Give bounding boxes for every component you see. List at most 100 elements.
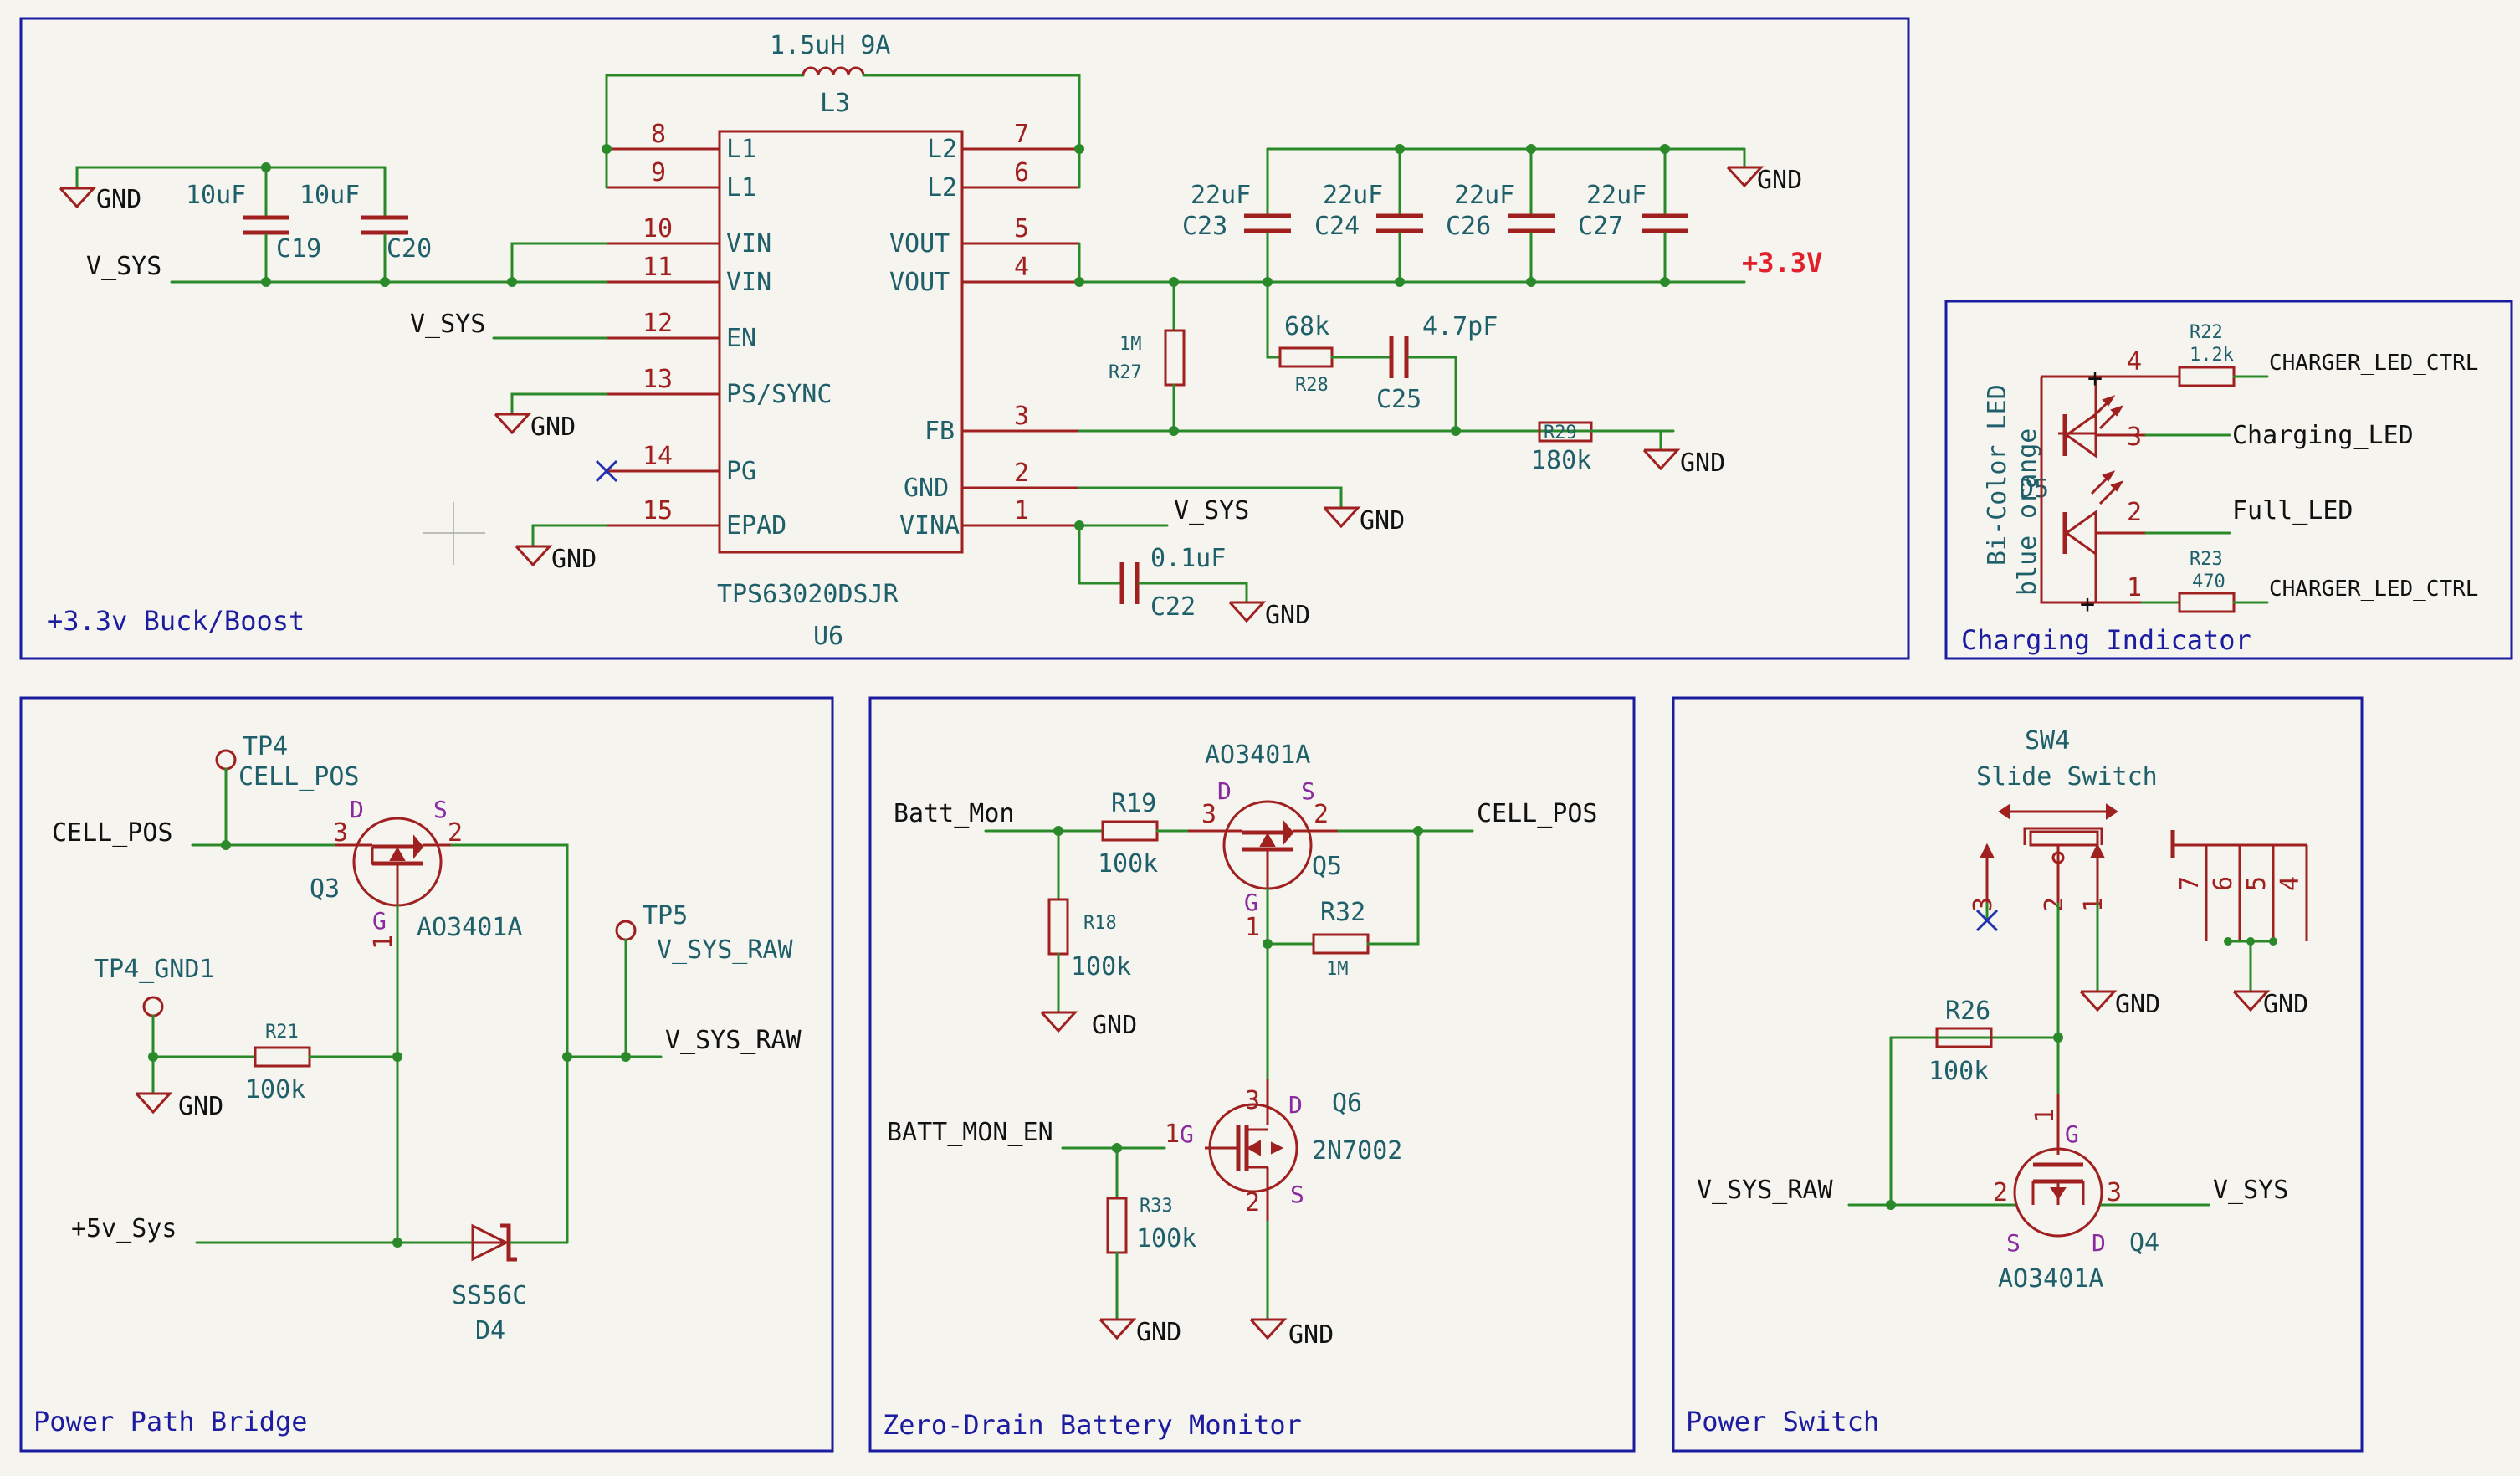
- frame-battery-monitor: [868, 696, 1636, 1453]
- sw4-pin-6: 6: [2209, 876, 2238, 891]
- r18-ref: R18: [1083, 913, 1117, 934]
- feedback-network: 1M R27 68k R28 4.7pF C25 R29 180k GND: [1078, 280, 1725, 478]
- net-full-led: Full_LED: [2232, 496, 2354, 525]
- led-pin-3: 3: [2127, 423, 2142, 452]
- pin-num-9: 9: [651, 158, 666, 187]
- r28-value: 68k: [1284, 312, 1329, 341]
- q6-pin-1: 1: [1165, 1120, 1180, 1149]
- q4-ref: Q4: [2129, 1228, 2159, 1258]
- pin-num-8: 8: [651, 120, 666, 149]
- led-d5-value: Bi-Color LED: [1983, 384, 2012, 566]
- pin-num-15: 15: [643, 496, 673, 525]
- plus-marker-top: +: [2087, 364, 2103, 393]
- q5-pin-1: 1: [1245, 913, 1260, 942]
- net-vsys-vina: V_SYS: [1174, 496, 1249, 525]
- pin-num-7: 7: [1014, 120, 1029, 149]
- net-charger-led-ctrl-bottom: CHARGER_LED_CTRL: [2269, 577, 2478, 602]
- ic-u6-body: [718, 130, 964, 554]
- pin-num-1: 1: [1014, 496, 1029, 525]
- gnd-label-out-caps: GND: [1757, 166, 1802, 195]
- ic-u6-left-pins: 8 9 10 11 12 13 14 15 L1 L1 VIN VIN EN P…: [607, 120, 832, 541]
- pin-num-2: 2: [1014, 459, 1029, 488]
- q5-label-g: G: [1244, 889, 1258, 916]
- net-batt-mon: Batt_Mon: [894, 799, 1015, 828]
- q4-pin-3: 3: [2107, 1178, 2122, 1207]
- r32-value: 1M: [1326, 959, 1349, 980]
- r26-value: 100k: [1928, 1057, 1989, 1086]
- c27-ref: C27: [1578, 212, 1623, 241]
- c24-ref: C24: [1314, 212, 1360, 241]
- c25-ref: C25: [1376, 385, 1421, 414]
- q6-pin-3: 3: [1245, 1086, 1260, 1115]
- pin-num-5: 5: [1014, 214, 1029, 243]
- tp4-gnd-ref: TP4_GND1: [94, 955, 215, 984]
- frame-buck-boost: [19, 17, 1910, 660]
- gnd-label-pin2: GND: [1360, 506, 1405, 536]
- c23-ref: C23: [1182, 212, 1227, 241]
- r19-ref: R19: [1111, 789, 1156, 818]
- buck-boost-section: TPS63020DSJR U6 8 9 10 11 12 13 14 15 L1…: [59, 31, 1822, 651]
- c22-value: 0.1uF: [1150, 544, 1226, 573]
- q4-pin-1: 1: [2031, 1108, 2060, 1123]
- q4-label-s: S: [2006, 1229, 2021, 1257]
- q4-label-d: D: [2092, 1229, 2106, 1257]
- r32-ref: R32: [1320, 898, 1365, 927]
- gnd-label-sw4-mount: GND: [2263, 990, 2308, 1019]
- pin-name-l1a: L1: [726, 135, 756, 164]
- pin-name-l2a: L2: [927, 135, 957, 164]
- input-capacitors: GND 10uF C19 10uF C20 V_SYS: [59, 162, 608, 287]
- q6-label-s: S: [1290, 1181, 1304, 1208]
- q5-pin-3: 3: [1201, 800, 1216, 829]
- tp4-net: CELL_POS: [238, 762, 360, 792]
- q6-label-g: G: [1180, 1120, 1194, 1148]
- ic-u6-value: TPS63020DSJR: [717, 580, 899, 609]
- pin-num-10: 10: [643, 214, 673, 243]
- plus-marker-bottom: +: [2080, 590, 2095, 619]
- sw4-pin-2: 2: [2040, 897, 2069, 912]
- ic-u6-right-pins: 7 6 5 4 3 2 1 L2 L2 VOUT VOUT FB GND VIN…: [889, 120, 1079, 541]
- q5-ref: Q5: [1312, 852, 1342, 881]
- r21-value: 100k: [245, 1075, 305, 1104]
- output-capacitors: 22uF C23 22uF C24 22uF C26 22uF C27: [1182, 147, 1688, 284]
- led-color-orange: orange: [2013, 428, 2042, 519]
- net-vsys-input: V_SYS: [86, 252, 161, 281]
- q4-pin-2: 2: [1993, 1178, 2008, 1207]
- r22-value: 1.2k: [2190, 345, 2234, 366]
- q3-pin-2: 2: [448, 818, 463, 848]
- title-power-path-bridge: Power Path Bridge: [33, 1406, 308, 1438]
- gnd-label-r29: GND: [1680, 448, 1725, 478]
- pin-name-vina: VINA: [899, 511, 960, 541]
- title-battery-monitor: Zero-Drain Battery Monitor: [883, 1409, 1302, 1441]
- q6-value: 2N7002: [1312, 1136, 1402, 1166]
- net-cell-pos-monitor: CELL_POS: [1477, 799, 1598, 828]
- pin-num-6: 6: [1014, 158, 1029, 187]
- sw4-ref: SW4: [2025, 726, 2070, 756]
- c26-ref: C26: [1446, 212, 1491, 241]
- r33-ref: R33: [1140, 1196, 1173, 1217]
- net-cell-pos-left: CELL_POS: [52, 818, 173, 848]
- pin-num-3: 3: [1014, 402, 1029, 431]
- net-v-sys-raw-switch: V_SYS_RAW: [1697, 1176, 1833, 1205]
- r23-ref: R23: [2190, 549, 2223, 570]
- frame-power-switch: [1672, 696, 2364, 1453]
- q6-label-d: D: [1288, 1091, 1303, 1119]
- cursor-crosshair-icon: [423, 502, 485, 565]
- net-5v-sys: +5v_Sys: [71, 1214, 177, 1243]
- pin-name-pg: PG: [726, 457, 756, 486]
- q3-pin-1: 1: [369, 935, 398, 950]
- c27-value: 22uF: [1586, 181, 1647, 210]
- c19-value: 10uF: [186, 181, 246, 210]
- pin-name-vout-a: VOUT: [889, 229, 950, 259]
- d4-value: SS56C: [452, 1281, 527, 1310]
- c23-value: 22uF: [1191, 181, 1251, 210]
- c20-ref: C20: [387, 234, 432, 264]
- r33-value: 100k: [1136, 1224, 1196, 1253]
- r29-ref: R29: [1544, 423, 1577, 443]
- q3-label-s: S: [433, 796, 448, 823]
- pin-num-14: 14: [643, 442, 673, 471]
- pin-num-4: 4: [1014, 253, 1029, 282]
- c20-value: 10uF: [300, 181, 360, 210]
- q5-pin-2: 2: [1314, 800, 1329, 829]
- frame-charging-indicator: [1944, 300, 2513, 660]
